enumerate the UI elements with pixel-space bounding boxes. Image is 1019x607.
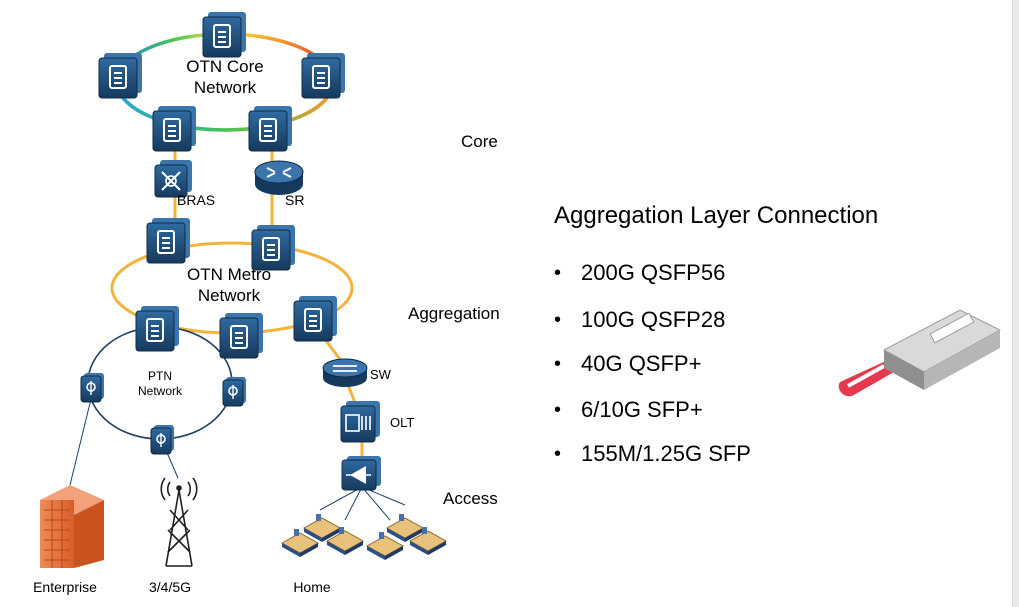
otn-node-icon xyxy=(301,53,346,99)
qsfp-module-icon xyxy=(838,309,1002,397)
otn-metro-line1: OTN Metro xyxy=(186,265,272,284)
otn-core-label: OTN Core Network xyxy=(186,56,263,98)
enterprise-label: Enterprise xyxy=(33,579,97,595)
right-edge-scrollbar[interactable] xyxy=(1012,0,1019,607)
aggregation-layer-label: Aggregation xyxy=(408,304,500,323)
sr-label: SR xyxy=(285,192,305,208)
bullet-item: • 200G QSFP56 xyxy=(554,260,725,286)
bullet-dot: • xyxy=(554,261,562,284)
cell-tower-icon xyxy=(160,477,198,567)
bras-label: BRAS xyxy=(177,192,216,208)
otn-metro-label: OTN Metro Network xyxy=(187,264,271,306)
otn-core-ring-lower xyxy=(115,81,335,132)
core-layer-label: Core xyxy=(461,132,498,151)
ptn-node-icon xyxy=(222,377,247,407)
otn-node-icon xyxy=(146,218,191,264)
enterprise-building-icon xyxy=(40,485,104,568)
bullet-item: • 40G QSFP+ xyxy=(554,351,701,377)
otn-node-icon xyxy=(219,313,264,359)
bullet-text: 40G QSFP+ xyxy=(581,351,702,376)
ptn-line2: Network xyxy=(137,384,183,398)
bullet-dot: • xyxy=(554,308,562,331)
link-ptn-enterprise xyxy=(69,394,93,486)
mobile-label: 3/4/5G xyxy=(148,579,192,595)
otn-node-icon xyxy=(293,296,338,342)
otn-node-icon xyxy=(152,106,197,152)
bras-icon xyxy=(154,160,192,198)
link-splitter-home2 xyxy=(344,486,363,521)
bullet-item: • 155M/1.25G SFP xyxy=(554,441,751,467)
bullet-dot: • xyxy=(554,442,562,465)
ptn-line1: PTN xyxy=(147,369,172,383)
switch-icon xyxy=(322,358,368,387)
ptn-node-icon xyxy=(80,373,105,403)
olt-label: OLT xyxy=(390,415,415,430)
home-icon xyxy=(281,513,447,560)
otn-node-icon xyxy=(202,12,247,58)
bullet-dot: • xyxy=(554,398,562,421)
bullet-text: 6/10G SFP+ xyxy=(581,397,703,422)
sw-label: SW xyxy=(370,367,391,382)
access-layer-label: Access xyxy=(443,489,498,508)
olt-icon xyxy=(340,401,380,443)
otn-node-icon xyxy=(248,106,293,152)
otn-metro-line2: Network xyxy=(197,286,261,305)
ptn-node-icon xyxy=(150,425,175,455)
bullet-text: 100G QSFP28 xyxy=(581,307,726,332)
link-splitter-home1 xyxy=(319,486,363,511)
otn-core-line2: Network xyxy=(193,78,257,97)
bullet-text: 155M/1.25G SFP xyxy=(581,441,751,466)
bullet-text: 200G QSFP56 xyxy=(581,260,726,285)
home-label: Home xyxy=(293,579,331,595)
panel-title: Aggregation Layer Connection xyxy=(554,202,879,229)
splitter-icon xyxy=(341,456,381,491)
link-splitter-home3 xyxy=(361,486,391,521)
otn-node-icon xyxy=(98,53,143,99)
ptn-label: PTN Network xyxy=(138,369,182,399)
bullet-item: • 100G QSFP28 xyxy=(554,307,725,333)
router-icon xyxy=(254,160,304,195)
bullet-item: • 6/10G SFP+ xyxy=(554,397,703,423)
bullet-dot: • xyxy=(554,352,562,375)
otn-node-icon xyxy=(135,306,180,352)
otn-core-line1: OTN Core xyxy=(186,57,264,76)
